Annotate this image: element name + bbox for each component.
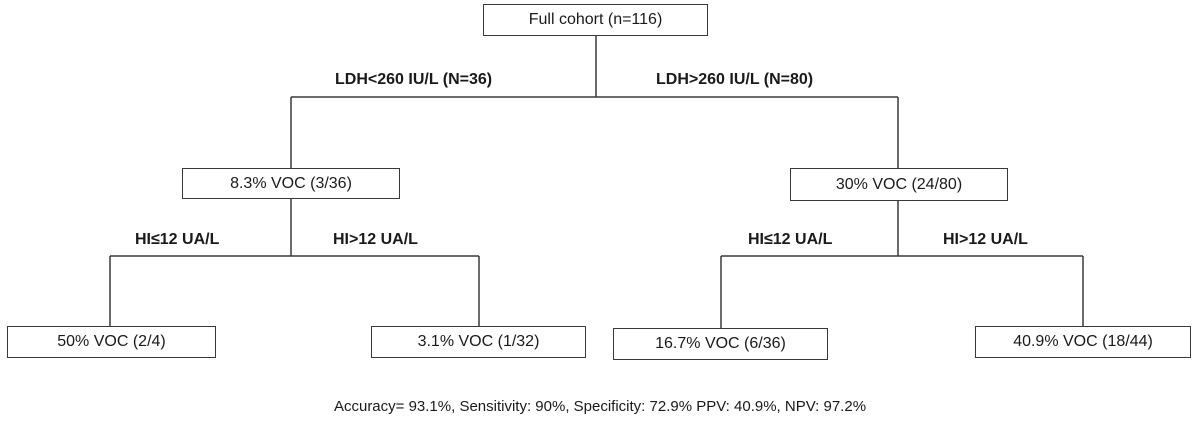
node-low-ldh-high-hi-label: 3.1% VOC (1/32) — [417, 333, 540, 350]
model-metrics-footer: Accuracy= 93.1%, Sensitivity: 90%, Speci… — [333, 398, 867, 415]
node-high-ldh-low-hi-label: 16.7% VOC (6/36) — [655, 335, 786, 352]
branch-label-right-hi-low: HI≤12 UA/L — [748, 231, 833, 248]
branch-label-left-hi-high: HI>12 UA/L — [333, 231, 418, 248]
node-low-ldh-high-hi: 3.1% VOC (1/32) — [371, 326, 586, 358]
node-low-ldh-label: 8.3% VOC (3/36) — [230, 174, 352, 192]
node-high-ldh-label: 30% VOC (24/80) — [835, 175, 963, 193]
node-high-ldh-high-hi: 40.9% VOC (18/44) — [975, 326, 1191, 358]
branch-label-ldh-high: LDH>260 IU/L (N=80) — [656, 71, 814, 88]
node-high-ldh: 30% VOC (24/80) — [790, 168, 1008, 201]
branch-label-left-hi-low: HI≤12 UA/L — [135, 231, 220, 248]
branch-label-right-hi-high: HI>12 UA/L — [943, 231, 1028, 248]
node-low-ldh-low-hi-label: 50% VOC (2/4) — [57, 333, 166, 350]
node-low-ldh: 8.3% VOC (3/36) — [182, 168, 400, 199]
node-high-ldh-low-hi: 16.7% VOC (6/36) — [613, 328, 828, 360]
node-root-label: Full cohort (n=116) — [528, 11, 663, 28]
node-low-ldh-low-hi: 50% VOC (2/4) — [7, 326, 216, 358]
node-high-ldh-high-hi-label: 40.9% VOC (18/44) — [1013, 333, 1153, 350]
node-root: Full cohort (n=116) — [483, 4, 708, 36]
branch-label-ldh-low: LDH<260 IU/L (N=36) — [335, 71, 493, 88]
